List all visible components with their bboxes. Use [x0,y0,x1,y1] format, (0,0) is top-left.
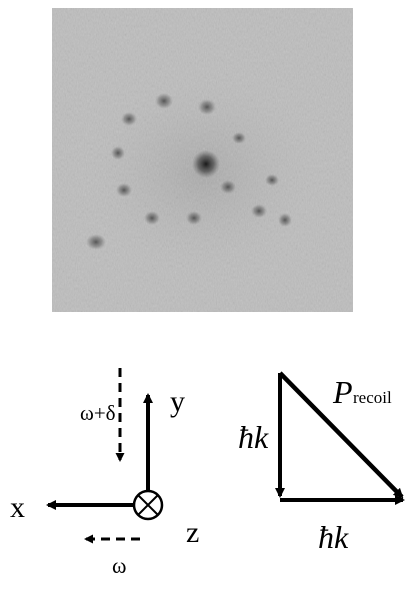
z-axis-label: z [186,516,199,549]
laser-beams: ω+δ ω [80,368,140,578]
peak [155,93,173,109]
momentum-triangle: ħk ħk P recoil [238,371,405,555]
peak [278,213,292,227]
beam-horizontal-label: ω [112,553,126,578]
beam-vertical-label: ω+δ [80,401,116,425]
vertical-momentum-label: ħk [238,419,269,455]
peak [198,99,216,115]
recoil-momentum-arrow [278,371,404,499]
recoil-momentum-symbol: P [332,374,353,410]
y-axis-label: y [170,385,185,418]
peak [186,211,202,225]
peak [251,204,267,218]
absorption-image-svg [52,8,353,312]
coordinate-axes: y x z [10,385,199,549]
peak [265,174,279,186]
peak [232,132,246,144]
central-peak [192,150,220,178]
peak [220,180,236,194]
absorption-image [52,8,353,312]
recoil-momentum-subscript: recoil [353,388,392,407]
peak [116,183,132,197]
z-axis-into-page-icon [132,489,164,521]
x-axis-label: x [10,491,25,524]
peak [121,112,137,126]
peak [144,211,160,225]
beam-and-momentum-diagram: y x z ω+δ ω ħk ħk P recoil [0,320,419,587]
peak [86,234,106,250]
diffraction-peaks [86,93,292,250]
horizontal-momentum-label: ħk [318,519,349,555]
peak [111,146,125,160]
diagram-svg: y x z ω+δ ω ħk ħk P recoil [10,368,405,578]
